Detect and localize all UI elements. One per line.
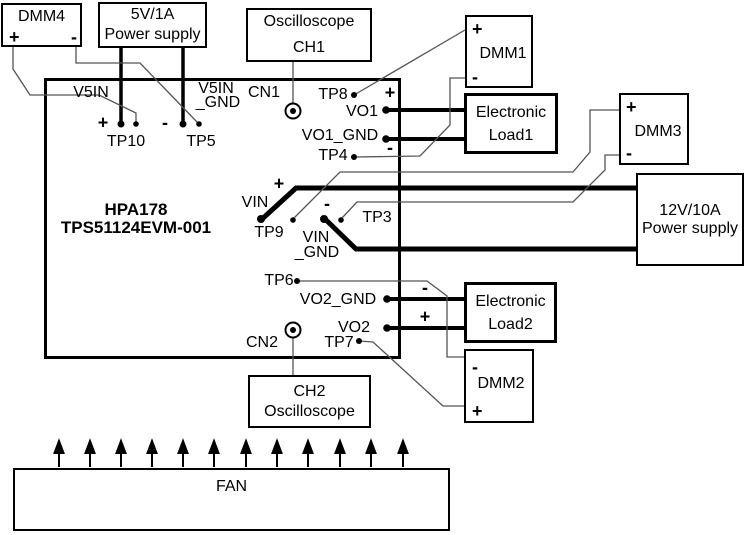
airflow-arrow-icon bbox=[240, 438, 252, 467]
dmm4-plus-terminal: + bbox=[9, 27, 20, 47]
vo1-plus-sign: + bbox=[384, 82, 396, 103]
airflow-arrow-icon bbox=[53, 438, 65, 467]
electronic-load1-line1: Electronic bbox=[475, 103, 547, 121]
vo2-gnd-net-label: VO2_GND bbox=[299, 291, 377, 308]
board-name: HPA178 TPS51124EVM-001 bbox=[57, 201, 215, 237]
tp9-label: TP9 bbox=[254, 224, 284, 241]
vo2-plus-sign: + bbox=[419, 306, 431, 327]
airflow-arrow-icon bbox=[208, 438, 220, 467]
tp10-plus-sign: + bbox=[97, 112, 109, 133]
airflow-arrow-icon bbox=[397, 438, 409, 467]
airflow-arrow-icon bbox=[365, 438, 377, 467]
tp3-label: TP3 bbox=[362, 209, 392, 226]
oscilloscope-ch1-box: Oscilloscope CH1 bbox=[246, 8, 372, 62]
electronic-load1-box: Electronic Load1 bbox=[464, 93, 558, 154]
oscilloscope-ch1-channel: CH1 bbox=[292, 39, 325, 56]
dmm1-label: DMM1 bbox=[479, 45, 527, 62]
tp4-label: TP4 bbox=[318, 147, 348, 164]
oscilloscope-ch2-label: Oscilloscope bbox=[264, 402, 355, 420]
dmm2-plus-terminal: + bbox=[472, 401, 483, 421]
vin-plus-sign: + bbox=[273, 173, 285, 194]
electronic-load2-line1: Electronic bbox=[475, 292, 546, 310]
vo1-gnd-net-label: VO1_GND bbox=[301, 127, 379, 144]
dmm2-label: DMM2 bbox=[477, 375, 525, 392]
oscilloscope-ch2-box: CH2 Oscilloscope bbox=[248, 375, 371, 428]
vin-gnd-label-line2: _GND bbox=[294, 244, 340, 261]
airflow-arrow-icon bbox=[84, 438, 96, 467]
tp5-minus-sign: - bbox=[162, 112, 168, 133]
dmm3-minus-terminal: - bbox=[626, 143, 632, 163]
oscilloscope-ch2-channel: CH2 bbox=[293, 382, 326, 400]
vin-gnd-minus-sign: - bbox=[324, 193, 330, 214]
tp4-minus-sign: - bbox=[387, 137, 393, 158]
power-supply-5v-box: 5V/1A Power supply bbox=[98, 2, 207, 48]
tp7-label: TP7 bbox=[324, 334, 354, 351]
dmm4-minus-terminal: - bbox=[71, 27, 77, 47]
vin-net-label: VIN bbox=[241, 194, 269, 211]
dmm3-box: + DMM3 - bbox=[619, 93, 689, 165]
fan-box: FAN bbox=[13, 468, 450, 531]
dmm2-minus-terminal: - bbox=[472, 357, 478, 377]
power-supply-12v-rating: 12V/10A bbox=[659, 201, 721, 219]
electronic-load1-line2: Load1 bbox=[488, 126, 534, 144]
dmm1-plus-terminal: + bbox=[472, 19, 483, 39]
fan-airflow-arrows bbox=[53, 438, 409, 467]
airflow-arrow-icon bbox=[115, 438, 127, 467]
board-name-line2: TPS51124EVM-001 bbox=[60, 218, 212, 237]
power-supply-12v-label: Power supply bbox=[641, 219, 739, 237]
vo1-net-label: VO1 bbox=[345, 103, 379, 120]
tp10-label: TP10 bbox=[106, 133, 146, 150]
airflow-arrow-icon bbox=[146, 438, 158, 467]
dmm4-box: DMM4 + - bbox=[1, 3, 82, 47]
board-name-line1: HPA178 bbox=[104, 200, 168, 219]
electronic-load2-box: Electronic Load2 bbox=[464, 282, 557, 343]
fan-label: FAN bbox=[215, 478, 248, 495]
v5in-gnd-label-line2: _GND bbox=[195, 94, 241, 111]
airflow-arrow-icon bbox=[271, 438, 283, 467]
airflow-arrow-icon bbox=[334, 438, 346, 467]
v5in-net-label: V5IN bbox=[73, 84, 109, 101]
dmm3-plus-terminal: + bbox=[626, 97, 637, 117]
dmm4-label: DMM4 bbox=[17, 8, 66, 25]
tp5-label: TP5 bbox=[186, 133, 216, 150]
vo2-gnd-minus-sign: - bbox=[422, 277, 428, 298]
oscilloscope-ch1-label: Oscilloscope bbox=[263, 13, 355, 30]
tp6-label: TP6 bbox=[264, 272, 294, 289]
dmm2-box: - DMM2 + bbox=[464, 349, 534, 423]
power-supply-5v-rating: 5V/1A bbox=[130, 6, 175, 23]
dmm3-label: DMM3 bbox=[634, 123, 682, 140]
v5in-gnd-label-line1: V5IN bbox=[198, 80, 234, 97]
cn2-label: CN2 bbox=[245, 334, 279, 351]
cn1-label: CN1 bbox=[247, 84, 281, 101]
power-supply-12v-box: 12V/10A Power supply bbox=[636, 173, 744, 266]
power-supply-5v-label: Power supply bbox=[104, 26, 201, 43]
dmm1-box: + DMM1 - bbox=[465, 15, 533, 88]
airflow-arrow-icon bbox=[302, 438, 314, 467]
airflow-arrow-icon bbox=[177, 438, 189, 467]
tp8-label: TP8 bbox=[318, 86, 348, 103]
electronic-load2-line2: Load2 bbox=[488, 315, 533, 333]
dmm1-minus-terminal: - bbox=[472, 67, 478, 87]
